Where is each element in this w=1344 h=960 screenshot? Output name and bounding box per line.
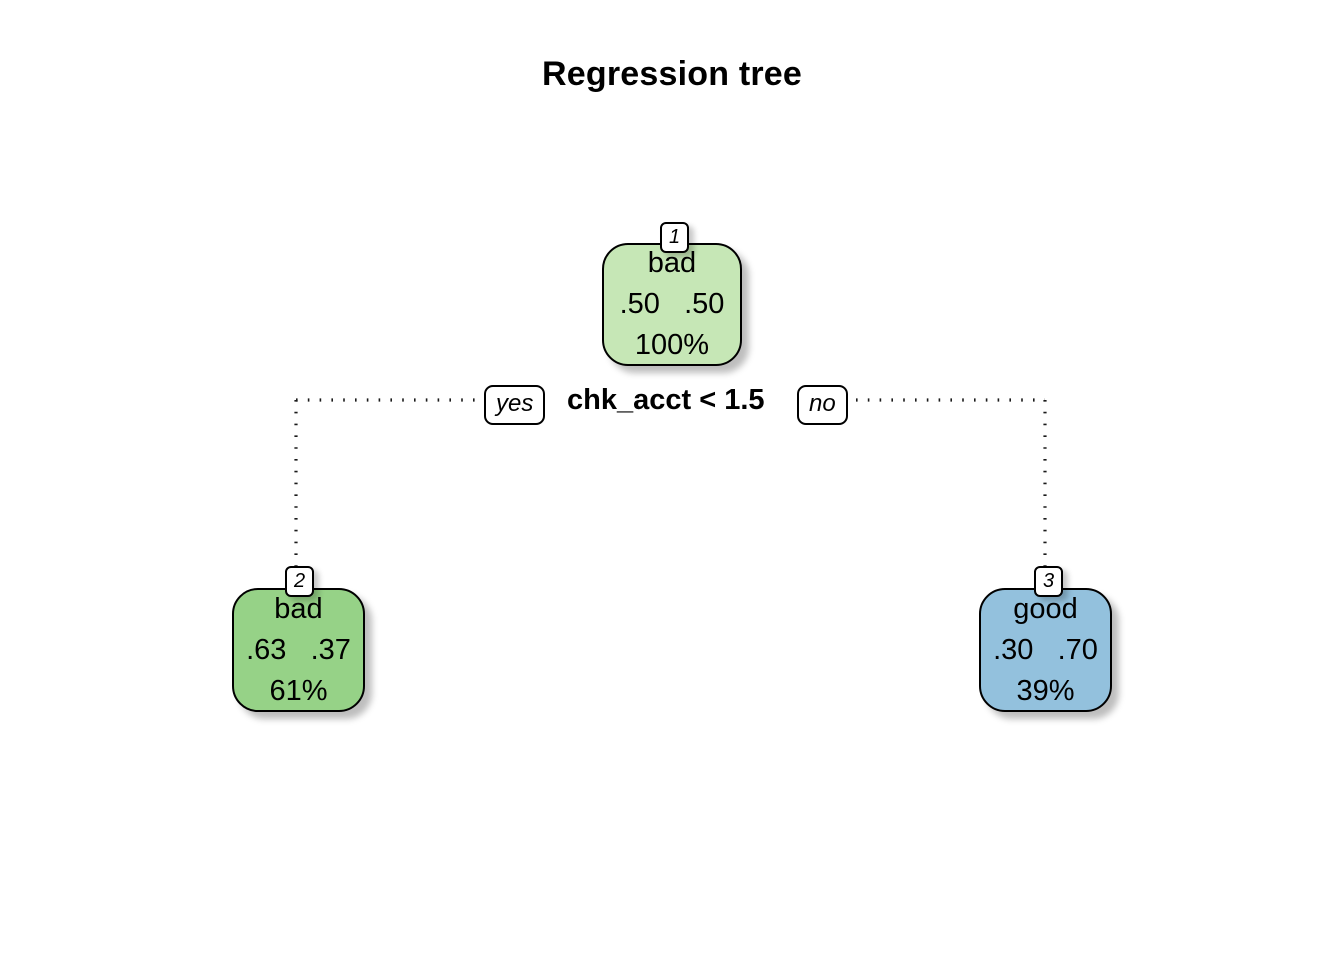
tree-node-2-id-tag: 2	[285, 566, 315, 597]
page-title: Regression tree	[542, 55, 802, 93]
tree-node-1-id-tag: 1	[660, 222, 690, 253]
branch-label-yes[interactable]: yes	[484, 385, 546, 425]
tree-node-3[interactable]: good .30 .70 39%	[979, 588, 1112, 712]
tree-node-1-probs: .50 .50	[619, 288, 725, 320]
split-condition-chk-acct: chk_acct < 1.5	[561, 384, 771, 417]
tree-node-3-probs: .30 .70	[993, 633, 1098, 666]
tree-node-3-percent: 39%	[1016, 674, 1075, 707]
tree-node-2-class: bad	[274, 592, 323, 625]
tree-node-2[interactable]: bad .63 .37 61%	[232, 588, 365, 712]
tree-node-1-percent: 100%	[634, 329, 710, 361]
tree-node-3-class: good	[1013, 592, 1078, 625]
tree-node-2-probs: .63 .37	[246, 633, 351, 666]
tree-node-1[interactable]: bad .50 .50 100%	[602, 243, 742, 366]
tree-node-3-id-tag: 3	[1034, 566, 1064, 597]
tree-node-2-percent: 61%	[269, 674, 328, 707]
branch-label-no[interactable]: no	[797, 385, 848, 425]
